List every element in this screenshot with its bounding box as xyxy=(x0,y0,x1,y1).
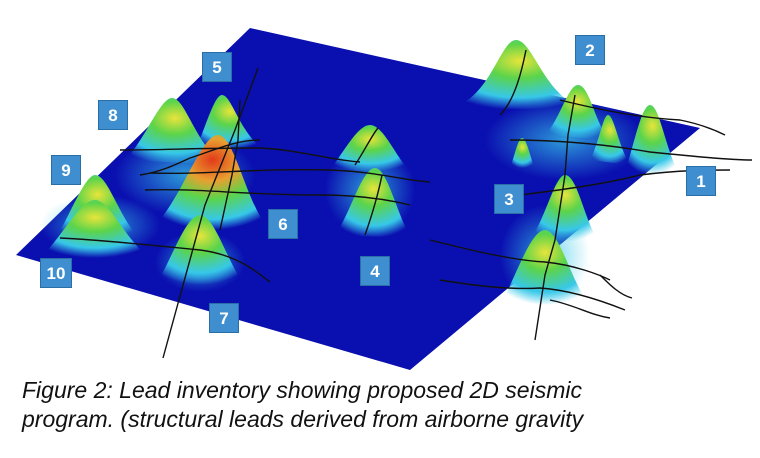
lead-badge-7: 7 xyxy=(209,303,239,333)
lead-badge-9: 9 xyxy=(51,155,81,185)
gravity-surface xyxy=(16,28,753,370)
lead-badge-8: 8 xyxy=(98,100,128,130)
seismic-lines xyxy=(59,49,753,359)
lead-badge-1: 1 xyxy=(686,166,716,196)
lead-badge-6: 6 xyxy=(268,209,298,239)
figure-caption: Figure 2: Lead inventory showing propose… xyxy=(22,376,742,434)
lead-badge-10: 10 xyxy=(40,258,72,288)
lead-badge-2: 2 xyxy=(575,35,605,65)
lead-badge-4: 4 xyxy=(360,256,390,286)
lead-badge-3: 3 xyxy=(494,184,524,214)
caption-line-2: program. (structural leads derived from … xyxy=(22,406,584,432)
caption-line-1: Figure 2: Lead inventory showing propose… xyxy=(22,377,582,403)
lead-badge-5: 5 xyxy=(202,52,232,82)
